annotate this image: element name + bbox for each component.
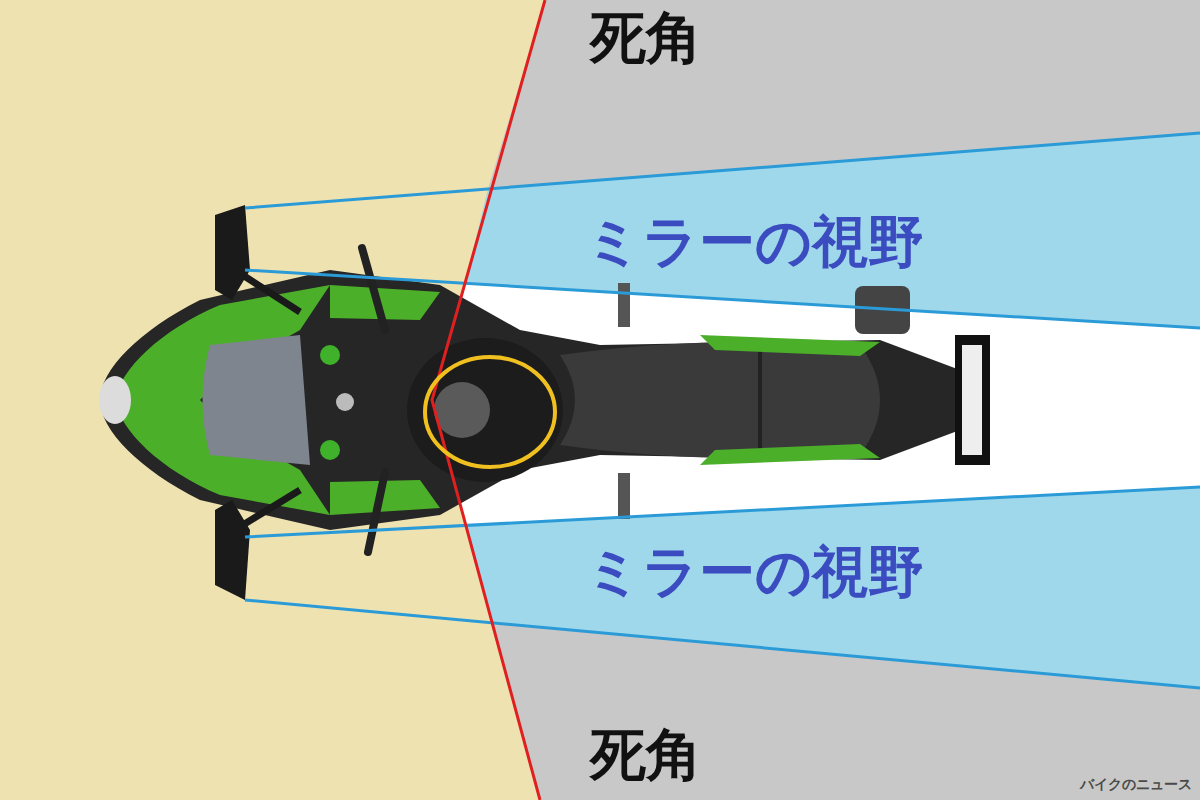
sight-line [245,270,1200,328]
region-label: 死角 [590,6,702,70]
fuel-tank [407,338,563,482]
fork-cap [320,345,340,365]
region-label: ミラーの視野 [585,540,924,604]
handlebar [362,248,385,330]
bike-body [100,270,980,530]
windscreen [203,335,311,465]
blind-spot-region: 死角 [492,623,1200,800]
tail-panel [700,335,880,356]
mirror [215,205,250,300]
mirror-stalk [238,490,300,528]
tail-panel [700,444,880,465]
rider-view-boundary [432,0,545,800]
license-plate [955,335,990,465]
mirror [215,500,250,600]
fuel-cap [434,382,490,438]
footpeg [618,283,630,327]
motorcycle [99,205,990,600]
watermark: バイクのニュース [1080,776,1192,794]
steering-nut [336,393,354,411]
fairing [115,285,330,515]
mirror-stalk [238,272,300,312]
rider-eye-circle [425,357,555,467]
handlebar [368,472,385,552]
region-fill [492,623,1200,800]
seat [560,342,880,459]
headlight [99,376,131,424]
fork-cap [320,440,340,460]
seat-split [758,345,762,457]
region-label: 死角 [590,723,702,787]
region-label: ミラーの視野 [585,210,924,274]
license-plate-face [962,345,982,455]
footpeg [618,473,630,519]
sight-lines [245,133,1200,688]
sight-line [245,600,1200,688]
sight-line [245,487,1200,537]
sight-line [245,133,1200,208]
fairing-side [330,285,440,320]
